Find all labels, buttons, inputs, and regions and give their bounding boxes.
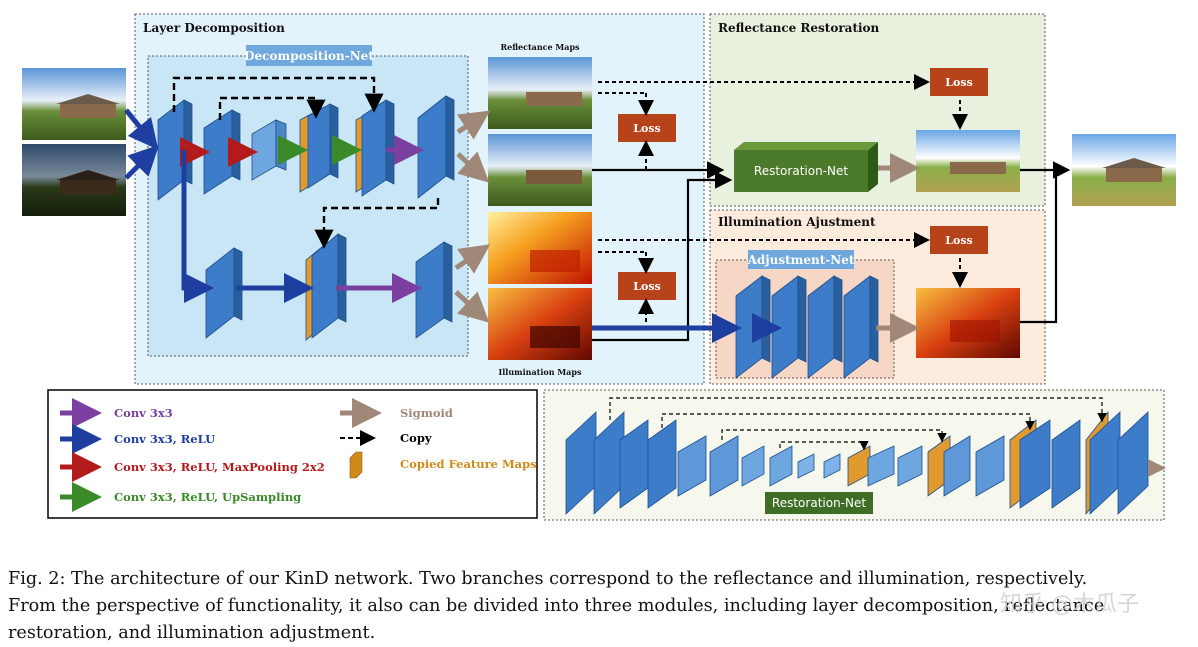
output-image <box>1072 134 1176 206</box>
loss-box-illumination: Loss <box>618 272 676 300</box>
svg-text:Loss: Loss <box>633 280 660 293</box>
illumination-adjustment-title: Illumination Ajustment <box>718 215 876 229</box>
legend-conv-relu-upsampling: Conv 3x3, ReLU, UpSampling <box>114 490 301 504</box>
copied-feature-maps-icon <box>349 451 363 479</box>
illumination-maps-label: Illumination Maps <box>499 367 582 377</box>
restoration-net-detail-layers <box>565 410 1149 516</box>
svg-text:Loss: Loss <box>945 76 972 89</box>
svg-text:Restoration-Net: Restoration-Net <box>754 164 848 178</box>
legend-copied-feature-maps: Copied Feature Maps <box>400 457 537 471</box>
svg-text:Loss: Loss <box>633 122 660 135</box>
caption-line-1: Fig. 2: The architecture of our KinD net… <box>8 569 1088 589</box>
restored-reflectance-image <box>916 130 1020 192</box>
decomposition-net-label-bg <box>246 45 372 66</box>
loss-box-adjustment: Loss <box>930 226 988 254</box>
adjustment-net-layers <box>735 275 879 379</box>
kind-architecture-diagram: Layer Decomposition Decomposition-Net Re… <box>22 13 1176 521</box>
caption-line-2: From the perspective of functionality, i… <box>8 596 1105 616</box>
legend: Conv 3x3 Conv 3x3, ReLU Conv 3x3, ReLU, … <box>60 398 537 512</box>
legend-sigmoid: Sigmoid <box>400 406 453 420</box>
layer-decomposition-title: Layer Decomposition <box>143 21 285 35</box>
restoration-net-detail-copies <box>609 397 1107 451</box>
main-flow-arrows <box>592 153 1071 343</box>
loss-box-restoration: Loss <box>930 68 988 96</box>
restoration-net-block: Restoration-Net <box>734 142 878 192</box>
decomposition-layers <box>157 95 455 341</box>
figure-caption: Fig. 2: The architecture of our KinD net… <box>8 566 1192 647</box>
adjustment-net-label-bg <box>748 250 854 269</box>
watermark: 知乎 @木瓜子 <box>1000 592 1139 617</box>
restoration-net-detail-label-bg <box>765 492 873 514</box>
reflectance-map-2 <box>488 134 592 206</box>
loss-connectors <box>598 74 968 322</box>
illumination-map-2 <box>488 288 592 360</box>
reflectance-maps-label: Reflectance Maps <box>500 42 580 52</box>
reflectance-map-1 <box>488 57 592 129</box>
legend-copy: Copy <box>400 431 432 445</box>
legend-conv-relu: Conv 3x3, ReLU <box>114 432 215 446</box>
caption-line-3: restoration, and illumination adjustment… <box>8 623 376 643</box>
copy-arrows <box>172 76 440 249</box>
reflectance-restoration-title: Reflectance Restoration <box>718 21 880 35</box>
legend-conv-relu-maxpool: Conv 3x3, ReLU, MaxPooling 2x2 <box>114 460 325 474</box>
legend-box <box>47 389 538 519</box>
loss-box-reflectance: Loss <box>618 114 676 142</box>
restoration-net-detail-label: Restoration-Net <box>772 496 866 510</box>
adjustment-net-title: Adjustment-Net <box>747 253 855 267</box>
decomposition-arrows <box>124 108 491 323</box>
input-image-low-light <box>22 144 126 216</box>
legend-conv: Conv 3x3 <box>114 406 173 420</box>
adjusted-illumination-image <box>916 288 1020 358</box>
illumination-map-1 <box>488 212 592 284</box>
decomposition-net-title: Decomposition-Net <box>244 49 374 63</box>
input-image-normal <box>22 68 126 140</box>
svg-text:Loss: Loss <box>945 234 972 247</box>
